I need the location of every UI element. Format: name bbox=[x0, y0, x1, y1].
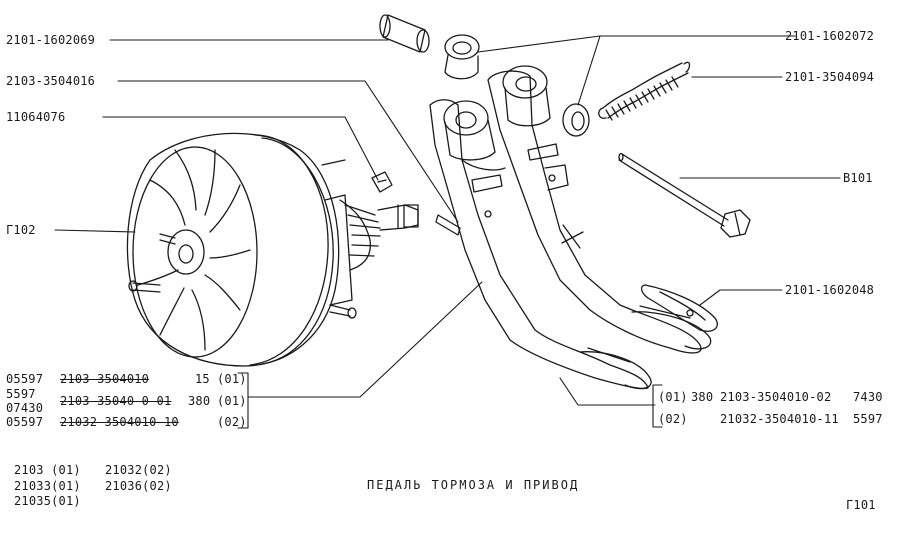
row-part: 2103-3504010-02 bbox=[720, 390, 832, 404]
row-variant: (01) bbox=[217, 394, 247, 408]
row-part: 2103-35040 0-01 bbox=[60, 394, 172, 408]
row-qty: 380 bbox=[691, 390, 714, 404]
row-part: 2103-3504010 bbox=[60, 372, 150, 386]
row-qty: 380 bbox=[188, 394, 211, 408]
row-variant: (01) bbox=[658, 390, 688, 404]
callout-pad: 2101-1602048 bbox=[785, 283, 875, 297]
row-code: 07430 bbox=[6, 401, 44, 415]
table-row: 05597 bbox=[6, 372, 43, 386]
pedal-axle-bolt bbox=[618, 152, 751, 238]
row-part: 21032-3504010-10 bbox=[60, 415, 179, 429]
page-title: ПЕДАЛЬ ТОРМОЗА И ПРИВОД bbox=[367, 478, 580, 492]
row-part: 21032-3504010-11 bbox=[720, 412, 839, 426]
row-variant: (02) bbox=[658, 412, 688, 426]
bushings bbox=[379, 14, 590, 137]
row-code: 5597 bbox=[853, 412, 883, 426]
callout-clip: 11064076 bbox=[6, 110, 66, 124]
callout-spring: 2101-3504094 bbox=[785, 70, 875, 84]
row-variant: (02) bbox=[217, 415, 247, 429]
row-variant: (01) bbox=[217, 372, 247, 386]
callout-bolt: В101 bbox=[843, 171, 873, 185]
pedal-assembly bbox=[429, 65, 718, 390]
model-item: 21033(01) bbox=[14, 479, 81, 493]
row-code: 7430 bbox=[853, 390, 883, 404]
page-code: Г101 bbox=[846, 498, 876, 512]
model-item: 21032(02) bbox=[105, 463, 172, 477]
callout-booster: Г102 bbox=[6, 223, 36, 237]
leader-lines bbox=[54, 35, 841, 429]
callout-pin: 2103-3504016 bbox=[6, 74, 96, 88]
model-item: 2103 (01) bbox=[14, 463, 81, 477]
vacuum-booster bbox=[126, 132, 461, 367]
row-qty: 15 bbox=[195, 372, 210, 386]
model-item: 21036(02) bbox=[105, 479, 172, 493]
model-item: 21035(01) bbox=[14, 494, 81, 508]
callout-bushings-right: 2101-1602072 bbox=[785, 29, 875, 43]
return-spring bbox=[598, 61, 691, 121]
row-code: 05597 bbox=[6, 415, 44, 429]
callout-bushing-top: 2101-1602069 bbox=[6, 33, 96, 47]
row-code: 5597 bbox=[6, 387, 36, 401]
row-code: 05597 bbox=[6, 372, 44, 386]
